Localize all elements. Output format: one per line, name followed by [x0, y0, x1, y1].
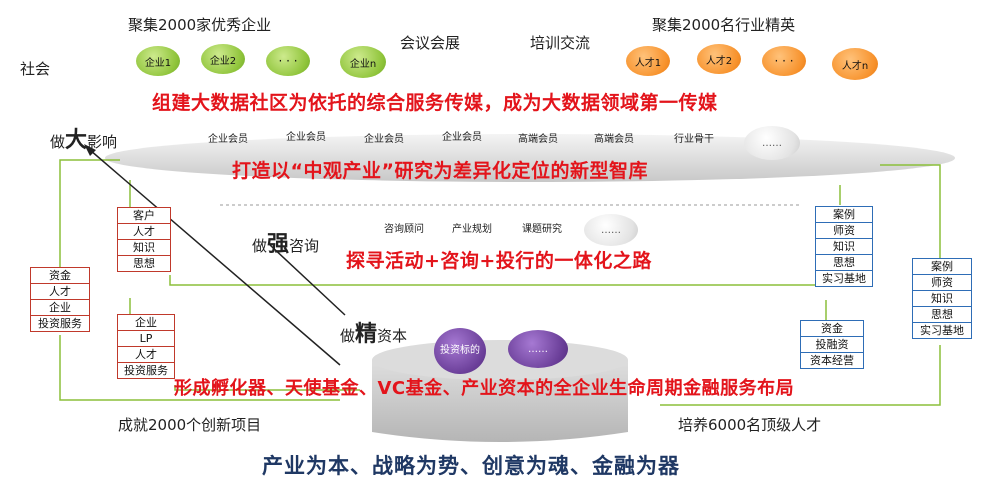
outer-left-line-bottom	[59, 335, 340, 401]
consult-right-box: 案例 师资 知识 思想 实习基地	[815, 206, 873, 287]
society-label: 社会	[20, 60, 51, 78]
consult-right-item-5: 实习基地	[822, 272, 866, 285]
member-bubble-ellipsis: ……	[744, 126, 800, 160]
conference-label: 会议会展	[400, 34, 461, 52]
consult-bubble-ellipsis: ……	[584, 214, 638, 246]
outer-right-line-bottom	[660, 345, 941, 406]
consult-suffix: 咨询	[289, 237, 320, 255]
capital-bubble-target: 投资标的	[434, 328, 486, 374]
outer-left-box: 资金 人才 企业 投资服务	[30, 267, 90, 332]
capital-right-item-2: 投融资	[801, 337, 863, 353]
outer-right-item-3: 知识	[913, 291, 971, 307]
outer-left-line	[59, 159, 120, 268]
outer-right-item-1: 案例	[913, 259, 971, 275]
consult-label: 做强咨询	[252, 226, 319, 258]
influence-label: 做大影响	[50, 122, 117, 154]
headline-think-tank: 打造以“中观产业”研究为差异化定位的新型智库	[232, 160, 648, 182]
influence-disc	[105, 134, 955, 182]
outer-right-item-4: 思想	[913, 307, 971, 323]
capital-right-item-3: 资本经营	[810, 354, 854, 367]
influence-prefix: 做	[50, 133, 66, 151]
consult-left-item-3: 知识	[118, 240, 170, 256]
outer-right-item-5: 实习基地	[920, 324, 964, 337]
outer-left-item-1: 资金	[31, 268, 89, 284]
capital-label: 做精资本	[340, 316, 407, 348]
capital-right-box: 资金 投融资 资本经营	[800, 320, 864, 369]
talents-title: 聚集2000名行业精英	[652, 16, 796, 34]
consult-left-line-bottom	[169, 275, 841, 286]
consult-item-3: 课题研究	[522, 224, 562, 235]
capital-left-item-2: LP	[118, 331, 174, 347]
member-label-4: 企业会员	[442, 132, 482, 143]
companies-title: 聚集2000家优秀企业	[128, 16, 272, 34]
company-bubble-2: 企业2	[201, 44, 245, 74]
headline-integration: 探寻活动+咨询+投行的一体化之路	[346, 250, 652, 272]
capital-right-item-1: 资金	[801, 321, 863, 337]
consult-item-1: 咨询顾问	[384, 224, 424, 235]
consult-right-item-3: 知识	[816, 239, 872, 255]
consult-left-item-1: 客户	[118, 208, 170, 224]
arrow-line-1	[89, 149, 341, 366]
outer-left-item-4: 投资服务	[38, 317, 82, 330]
company-bubble-n: 企业n	[340, 46, 386, 78]
member-label-5: 高端会员	[518, 134, 558, 145]
headline-finance: 形成孵化器、天使基金、VC基金、产业资本的全企业生命周期金融服务布局	[174, 378, 795, 399]
outer-left-item-3: 企业	[31, 300, 89, 316]
training-label: 培训交流	[530, 34, 591, 52]
projects-label: 成就2000个创新项目	[118, 416, 262, 434]
outer-right-line	[880, 164, 941, 258]
capital-left-item-1: 企业	[118, 315, 174, 331]
consult-prefix: 做	[252, 237, 268, 255]
company-bubble-1: 企业1	[136, 46, 180, 76]
footer-slogan: 产业为本、战略为势、创意为魂、金融为器	[262, 454, 680, 478]
capital-bubble-ellipsis: ……	[508, 330, 568, 368]
member-label-3: 企业会员	[364, 134, 404, 145]
consult-right-item-1: 案例	[816, 207, 872, 223]
capital-left-line-bottom	[174, 385, 360, 391]
capital-prefix: 做	[340, 327, 356, 345]
member-label-7: 行业骨干	[674, 134, 714, 145]
consult-right-item-4: 思想	[816, 255, 872, 271]
member-label-1: 企业会员	[208, 134, 248, 145]
capital-left-box: 企业 LP 人才 投资服务	[117, 314, 175, 379]
talent-bubble-n: 人才n	[832, 48, 878, 80]
talent-bubble-ellipsis: · · ·	[762, 46, 806, 76]
consult-big-char: 强	[267, 232, 290, 257]
outer-right-item-2: 师资	[913, 275, 971, 291]
company-bubble-ellipsis: · · ·	[266, 46, 310, 76]
capital-left-item-4: 投资服务	[124, 364, 168, 377]
headline-media: 组建大数据社区为依托的综合服务传媒，成为大数据领域第一传媒	[152, 92, 718, 114]
member-label-2: 企业会员	[286, 132, 326, 143]
consult-right-item-2: 师资	[816, 223, 872, 239]
arrow-line-2	[269, 244, 346, 316]
talent-bubble-1: 人才1	[626, 46, 670, 76]
influence-suffix: 影响	[87, 133, 118, 151]
talent-bubble-2: 人才2	[697, 44, 741, 74]
consult-left-item-4: 思想	[133, 257, 155, 270]
member-label-6: 高端会员	[594, 134, 634, 145]
capital-left-item-3: 人才	[118, 347, 174, 363]
outer-left-item-2: 人才	[31, 284, 89, 300]
talents-goal-label: 培养6000名顶级人才	[678, 416, 822, 434]
consult-left-item-2: 人才	[118, 224, 170, 240]
capital-big-char: 精	[355, 322, 378, 347]
consult-item-2: 产业规划	[452, 224, 492, 235]
outer-right-box: 案例 师资 知识 思想 实习基地	[912, 258, 972, 339]
arrow-head-1	[84, 144, 96, 156]
capital-suffix: 资本	[377, 327, 408, 345]
consult-left-box: 客户 人才 知识 思想	[117, 207, 171, 272]
influence-big-char: 大	[65, 128, 88, 153]
